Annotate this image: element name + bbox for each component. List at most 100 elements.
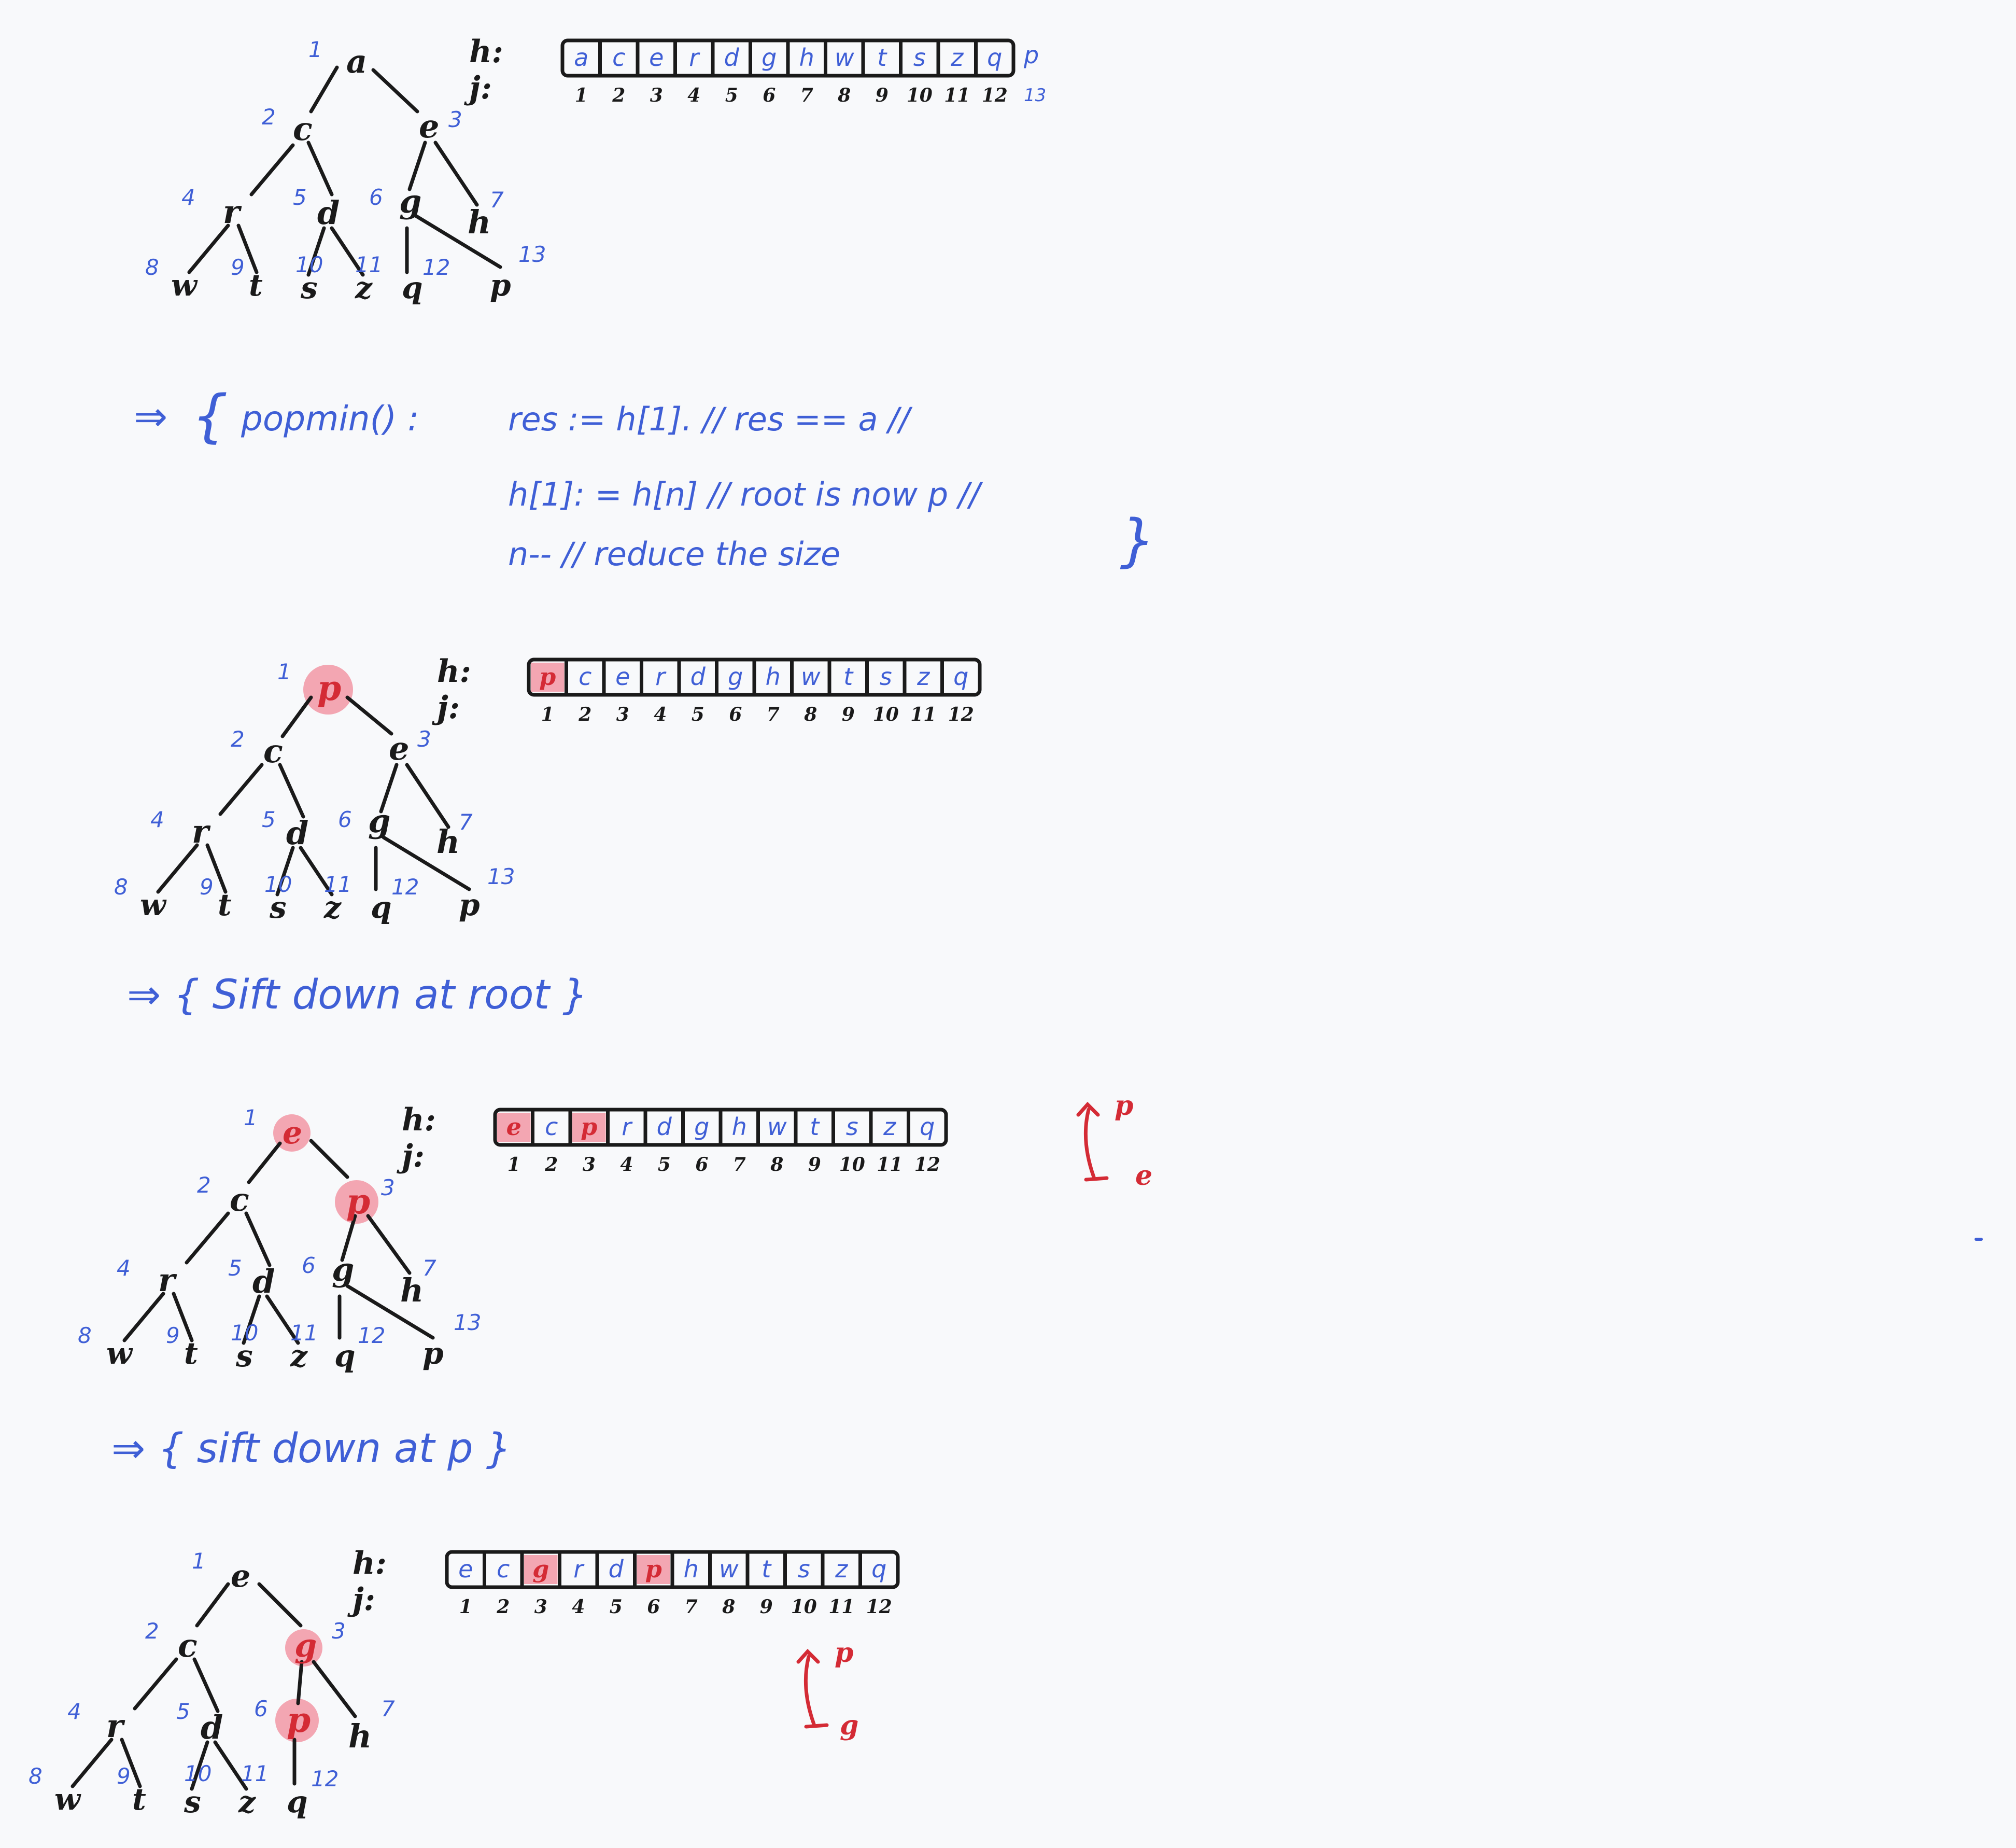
tree-node: r (106, 1707, 125, 1745)
array-cell-value: z (835, 1555, 848, 1583)
array-index-label: 2 (496, 1596, 510, 1618)
node-index-label: 2 (262, 104, 276, 130)
array-index-label: 11 (944, 85, 970, 106)
array-index-label: 10 (839, 1154, 865, 1175)
tree-node: h (400, 1271, 424, 1309)
tree-edges-after-popmin (156, 695, 471, 897)
array-cell-value: w (719, 1555, 739, 1583)
array-index-label: 3 (534, 1596, 547, 1618)
array-cell-highlight (497, 1113, 531, 1142)
array-index-label: 8 (803, 704, 817, 725)
array-cell-value: d (609, 1555, 624, 1583)
array-cell-value: c (612, 44, 625, 72)
tree-node: w (171, 268, 198, 303)
tree-node: g (399, 183, 421, 220)
tree-node: r (158, 1261, 177, 1299)
array-cell-highlight (524, 1555, 558, 1584)
array-index-label: 12 (866, 1596, 892, 1618)
tree-node: e (419, 107, 439, 145)
tree-node: d (317, 194, 340, 232)
open-brace: { (192, 383, 228, 449)
node-index-label: 8 (114, 874, 128, 900)
tree-node: z (238, 1784, 256, 1819)
highlight-root (273, 1114, 311, 1152)
heap-label: h: (402, 1102, 436, 1138)
node-index-label: 11 (290, 1320, 318, 1346)
heap-diagram-after-sift-p: e c g r d p h w t s z q 1 2 3 4 5 6 7 8 … (29, 1545, 900, 1819)
array-cell-value: r (573, 1555, 585, 1583)
tree-edges-after-sift-p (71, 1582, 357, 1791)
array-index-label: 9 (808, 1154, 821, 1175)
tree-node: s (235, 1338, 253, 1374)
sift-root-note: ⇒ { Sift down at root } (127, 972, 588, 1018)
array-index-label: 1 (507, 1154, 520, 1175)
tree-node: t (132, 1782, 146, 1817)
array-cell-value: c (545, 1113, 558, 1141)
node-index-label: 3 (417, 726, 431, 752)
swap-arrow-head-top (1076, 1101, 1100, 1117)
array-cell-value: s (913, 44, 926, 72)
node-index-label: 13 (518, 242, 546, 267)
node-index-label: 10 (184, 1761, 212, 1786)
node-index-label: 3 (448, 107, 462, 132)
tree-node: z (323, 890, 342, 925)
swap-label-top: p (1115, 1090, 1133, 1122)
highlight-node-3 (335, 1180, 378, 1224)
node-index-label: 6 (369, 185, 383, 210)
array-index-label: 9 (876, 85, 889, 106)
node-index-label: 12 (422, 255, 450, 280)
node-index-label: 6 (338, 807, 352, 832)
tree-node: p (459, 887, 480, 922)
array-index-label: 7 (733, 1154, 746, 1175)
node-index-label: 10 (231, 1320, 258, 1346)
array-index-label: 10 (873, 704, 899, 725)
node-index-label: 12 (311, 1766, 339, 1791)
array-cell-value: z (883, 1113, 896, 1141)
array-index-label: 12 (948, 704, 974, 725)
node-index-label: 2 (231, 726, 245, 752)
heap-diagram-initial: a c e r d g h w t s z q p 1 2 3 4 5 6 7 … (145, 34, 1046, 305)
array-index-label: 3 (616, 704, 629, 725)
array-cell-value: t (810, 1113, 820, 1141)
tree-node: s (184, 1784, 201, 1819)
extra-index: 13 (1024, 85, 1046, 106)
node-index-label: 2 (197, 1172, 211, 1198)
array-cell-value: a (574, 44, 588, 72)
array-cell-value: d (724, 44, 740, 72)
array-index-label: 11 (877, 1154, 903, 1175)
array-index-label: 6 (647, 1596, 660, 1618)
tree-nodes-after-popmin: p c e r d g h w t s z q p (140, 668, 480, 925)
tree-node: s (269, 890, 287, 925)
array-cell-value: p (581, 1113, 597, 1141)
swap-label-bottom: g (840, 1710, 858, 1741)
extra-cell: p (1023, 41, 1039, 69)
sift-root-text: ⇒ { Sift down at root } (127, 972, 588, 1018)
node-index-label: 13 (487, 864, 515, 889)
array-cell-highlight (572, 1113, 606, 1142)
swap-indicator-1: p e (1076, 1090, 1152, 1192)
node-index-label: 12 (358, 1323, 385, 1348)
array-cell-value: c (497, 1555, 510, 1583)
array-index-label: 8 (837, 85, 851, 106)
array-index-label: 8 (722, 1596, 735, 1618)
array-index-label: 5 (692, 704, 704, 725)
array-cell-value: t (762, 1555, 772, 1583)
node-index-label: 5 (228, 1255, 242, 1281)
tree-node: h (436, 823, 460, 861)
highlight-node-6 (275, 1699, 319, 1742)
node-index-label: 9 (200, 874, 214, 900)
popmin-name: popmin() : (241, 399, 419, 439)
index-label: j: (347, 1581, 375, 1618)
array-cell-value: q (920, 1113, 935, 1141)
tree-node: w (140, 887, 167, 922)
popmin-note: ⇒ { popmin() : res := h[1]. // res == a … (134, 383, 1156, 573)
array-index-label: 9 (760, 1596, 773, 1618)
highlight-node-3 (285, 1629, 322, 1667)
tree-node: q (334, 1338, 356, 1374)
arrow: ⇒ (134, 394, 167, 440)
array-index-label: 7 (800, 85, 813, 106)
array-cell-value: q (953, 663, 968, 691)
tree-index-labels-initial: 1 2 3 4 5 6 7 8 9 10 11 12 13 (145, 37, 546, 280)
node-index-label: 6 (254, 1696, 268, 1721)
tree-node: e (283, 1115, 302, 1151)
